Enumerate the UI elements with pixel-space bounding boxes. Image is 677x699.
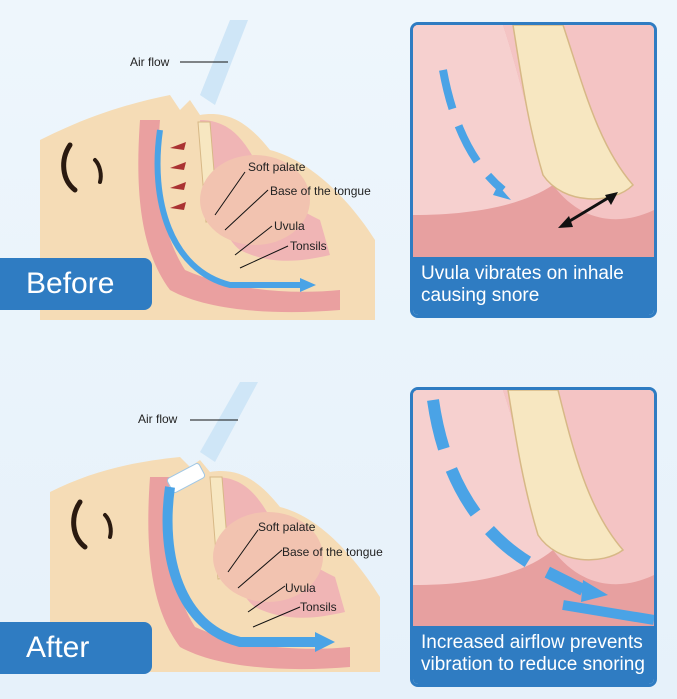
after-caption: Increased airflow prevents vibration to …: [413, 626, 654, 684]
air-flow-label: Air flow: [138, 412, 178, 426]
after-zoom-illustration: [413, 390, 654, 628]
uvula-label: Uvula: [274, 219, 305, 233]
before-zoom-illustration: [413, 25, 654, 259]
base-of-tongue-label: Base of the tongue: [270, 184, 371, 198]
soft-palate-label: Soft palate: [248, 160, 306, 174]
after-head-illustration: [50, 382, 380, 672]
soft-palate-label: Soft palate: [258, 520, 316, 534]
before-zoom-box: Uvula vibrates on inhale causing snore: [410, 22, 657, 318]
tonsils-label: Tonsils: [290, 239, 327, 253]
after-zoom-box: Increased airflow prevents vibration to …: [410, 387, 657, 687]
before-caption: Uvula vibrates on inhale causing snore: [413, 257, 654, 315]
after-panel: Air flow Soft palate Base of the tongue …: [0, 352, 677, 692]
airflow-arrow: [154, 129, 300, 288]
tonsils-label: Tonsils: [300, 600, 337, 614]
before-tag: Before: [0, 258, 152, 310]
uvula-label: Uvula: [285, 581, 316, 595]
airflow-arrow: [162, 486, 315, 647]
before-panel: Air flow Soft palate Base of the tongue …: [0, 0, 677, 340]
nasal-strip: [166, 463, 206, 493]
base-of-tongue-label: Base of the tongue: [282, 545, 383, 559]
air-flow-label: Air flow: [130, 55, 170, 69]
after-tag: After: [0, 622, 152, 674]
